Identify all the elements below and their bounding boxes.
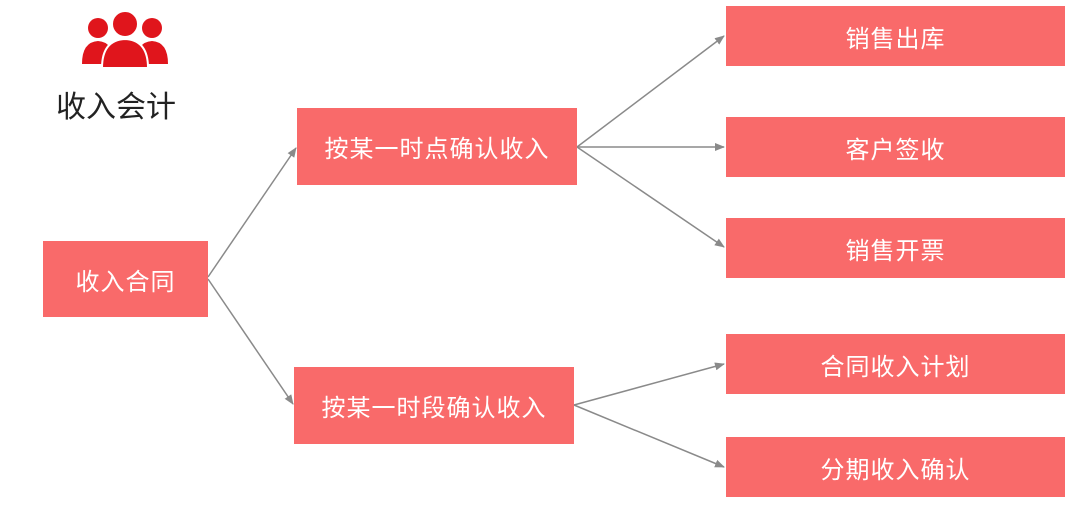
branch-node-over-time: 按某一时段确认收入 [294,367,574,444]
leaf-node-sales-invoice: 销售开票 [726,218,1065,278]
arrow-period-to-installment [573,404,725,468]
leaf-node-installment-recognition: 分期收入确认 [726,437,1065,497]
leaf-node-contract-revenue-plan: 合同收入计划 [726,334,1065,394]
root-node: 收入合同 [43,241,208,317]
leaf-node-customer-signoff: 客户签收 [726,117,1065,177]
page-title: 收入会计 [56,90,176,125]
arrow-point-to-invoice [576,146,725,248]
people-icon [82,10,168,68]
arrow-period-to-plan [573,362,725,406]
branch-node-point-in-time: 按某一时点确认收入 [297,108,577,185]
arrow-root-to-point [207,147,297,278]
arrow-root-to-period [207,278,294,405]
arrow-point-to-outbound [576,35,725,148]
leaf-node-sales-outbound: 销售出库 [726,6,1065,66]
